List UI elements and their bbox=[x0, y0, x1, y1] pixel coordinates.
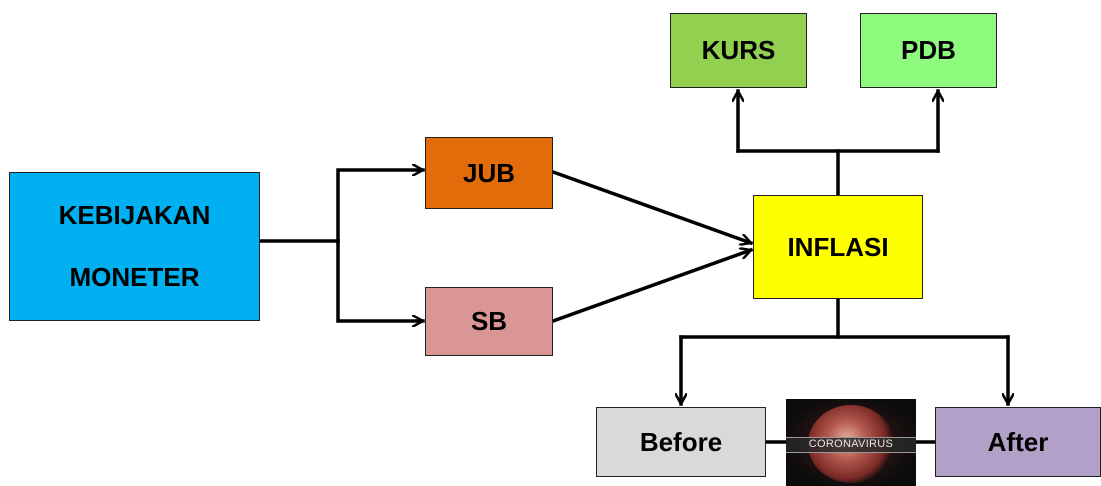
node-before: Before bbox=[596, 407, 766, 477]
edge-kebijakan-sb bbox=[336, 239, 425, 321]
node-sb-label: SB bbox=[470, 306, 508, 336]
node-inflasi: INFLASI bbox=[753, 195, 923, 299]
node-after-label: After bbox=[987, 426, 1049, 457]
node-kebijakan-moneter: KEBIJAKAN MONETER bbox=[9, 172, 260, 321]
node-after: After bbox=[935, 407, 1101, 477]
node-sb: SB bbox=[425, 287, 553, 356]
node-kurs: KURS bbox=[670, 13, 807, 88]
node-jub-label: JUB bbox=[462, 157, 515, 188]
node-kurs-label: KURS bbox=[701, 35, 776, 65]
node-pdb-label: PDB bbox=[901, 35, 956, 65]
node-kebijakan-line1: KEBIJAKAN bbox=[58, 200, 211, 231]
node-pdb: PDB bbox=[860, 13, 997, 88]
node-inflasi-label: INFLASI bbox=[787, 231, 889, 262]
node-jub: JUB bbox=[425, 137, 553, 209]
node-before-label: Before bbox=[639, 426, 723, 457]
coronavirus-label: CORONAVIRUS bbox=[808, 438, 894, 450]
node-kebijakan-line2: MONETER bbox=[69, 261, 200, 292]
image-label-band bbox=[786, 437, 916, 453]
coronavirus-image: CORONAVIRUS bbox=[786, 399, 916, 486]
edge-jub-inflasi bbox=[550, 169, 751, 243]
edge-kebijakan-jub bbox=[336, 170, 425, 243]
edge-sb-inflasi bbox=[550, 250, 751, 324]
